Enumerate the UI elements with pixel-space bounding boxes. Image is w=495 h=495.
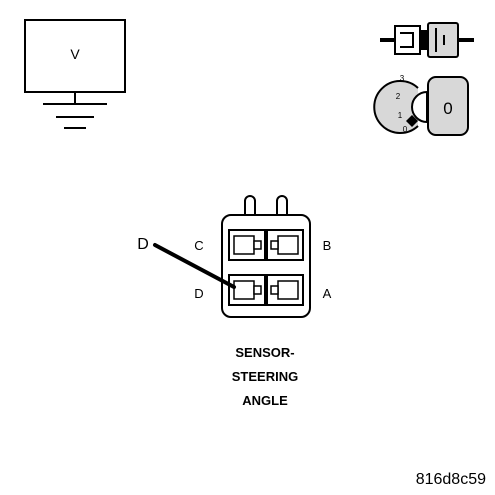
pin-cavity-b — [266, 229, 304, 261]
pin-label-d: D — [194, 286, 203, 301]
ignition-position-2: 2 — [396, 92, 401, 101]
pin-cavity-c — [228, 229, 266, 261]
voltmeter-label: V — [70, 46, 80, 62]
ignition-key-icon — [427, 76, 469, 136]
ignition-position-3: 3 — [400, 74, 405, 83]
connector-caption: SENSOR- STEERING ANGLE — [232, 345, 298, 408]
ignition-switch-icon: 0 3 2 1 0 — [373, 74, 469, 136]
sensor-connector: C B D A — [194, 195, 332, 318]
ignition-position-1: 1 — [398, 111, 403, 120]
caption-line-1: SENSOR- — [235, 345, 294, 360]
connector-plug-icon — [380, 22, 474, 58]
voltmeter: V — [24, 19, 126, 129]
caption-line-2: STEERING — [232, 369, 298, 384]
pin-cavity-a — [266, 274, 304, 306]
ignition-position-0: 0 — [403, 125, 408, 134]
figure-id: 816d8c59 — [416, 471, 486, 488]
ignition-key-number: 0 — [443, 99, 452, 118]
caption-line-3: ANGLE — [242, 393, 288, 408]
pin-label-b: B — [323, 238, 332, 253]
pin-label-c: C — [194, 238, 203, 253]
probe-lead: D — [137, 236, 236, 289]
probe-label: D — [137, 236, 149, 253]
ground-icon — [43, 92, 107, 129]
pin-label-a: A — [323, 286, 332, 301]
pin-cavity-d — [228, 274, 266, 306]
